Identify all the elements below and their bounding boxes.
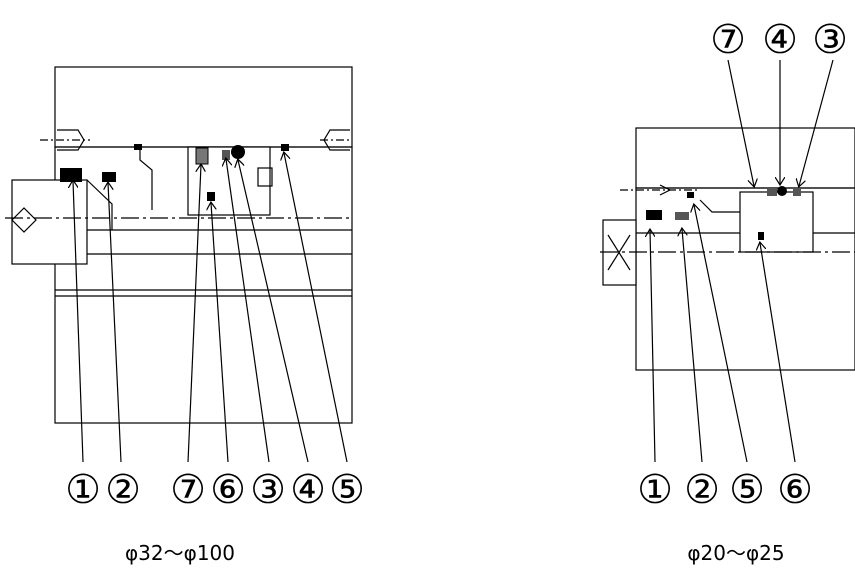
right-seal-5 [687,192,694,198]
left-label-6: ⑥ [210,467,246,513]
right-seal-3 [793,188,801,196]
right-seal-1 [646,210,662,220]
left-seal-1 [60,168,82,182]
left-label-2: ② [105,467,141,513]
left-seal-4 [231,145,245,159]
right-label-6: ⑥ [777,467,813,513]
left-label-4: ④ [290,467,326,513]
left-seal-elements [60,144,289,201]
right-leader-lines [650,59,834,463]
right-label-1: ① [637,467,673,513]
left-label-7: ⑦ [170,467,206,513]
right-seal-elements [646,186,801,240]
left-seal-2 [102,172,116,182]
right-seal-6 [758,232,764,240]
right-cylinder-drawing [600,127,855,371]
left-head-cover [54,66,353,148]
right-label-7: ⑦ [710,17,746,63]
right-piston [739,191,814,253]
right-head-cover [635,127,855,189]
right-label-4: ④ [762,17,798,63]
right-seal-2 [675,212,689,220]
right-part-labels: ⑦ ④ ③ ① ② ⑤ ⑥ [637,17,848,513]
right-seal-4 [777,186,787,196]
left-caption: φ32～φ100 [125,541,235,565]
right-label-3: ③ [812,17,848,63]
left-seal-3 [222,150,230,160]
right-label-2: ② [684,467,720,513]
right-caption: φ20～φ25 [687,541,784,565]
left-seal-7 [195,147,209,165]
left-part-labels: ① ② ⑦ ⑥ ③ ④ ⑤ [65,467,365,513]
left-seal-5 [281,144,289,151]
left-cylinder-drawing [5,66,353,424]
right-seal-7 [767,188,777,196]
left-label-1: ① [65,467,101,513]
right-label-5: ⑤ [729,467,765,513]
left-leader-lines [73,153,348,463]
left-label-3: ③ [250,467,286,513]
left-seal-6 [207,192,215,201]
left-label-5: ⑤ [329,467,365,513]
